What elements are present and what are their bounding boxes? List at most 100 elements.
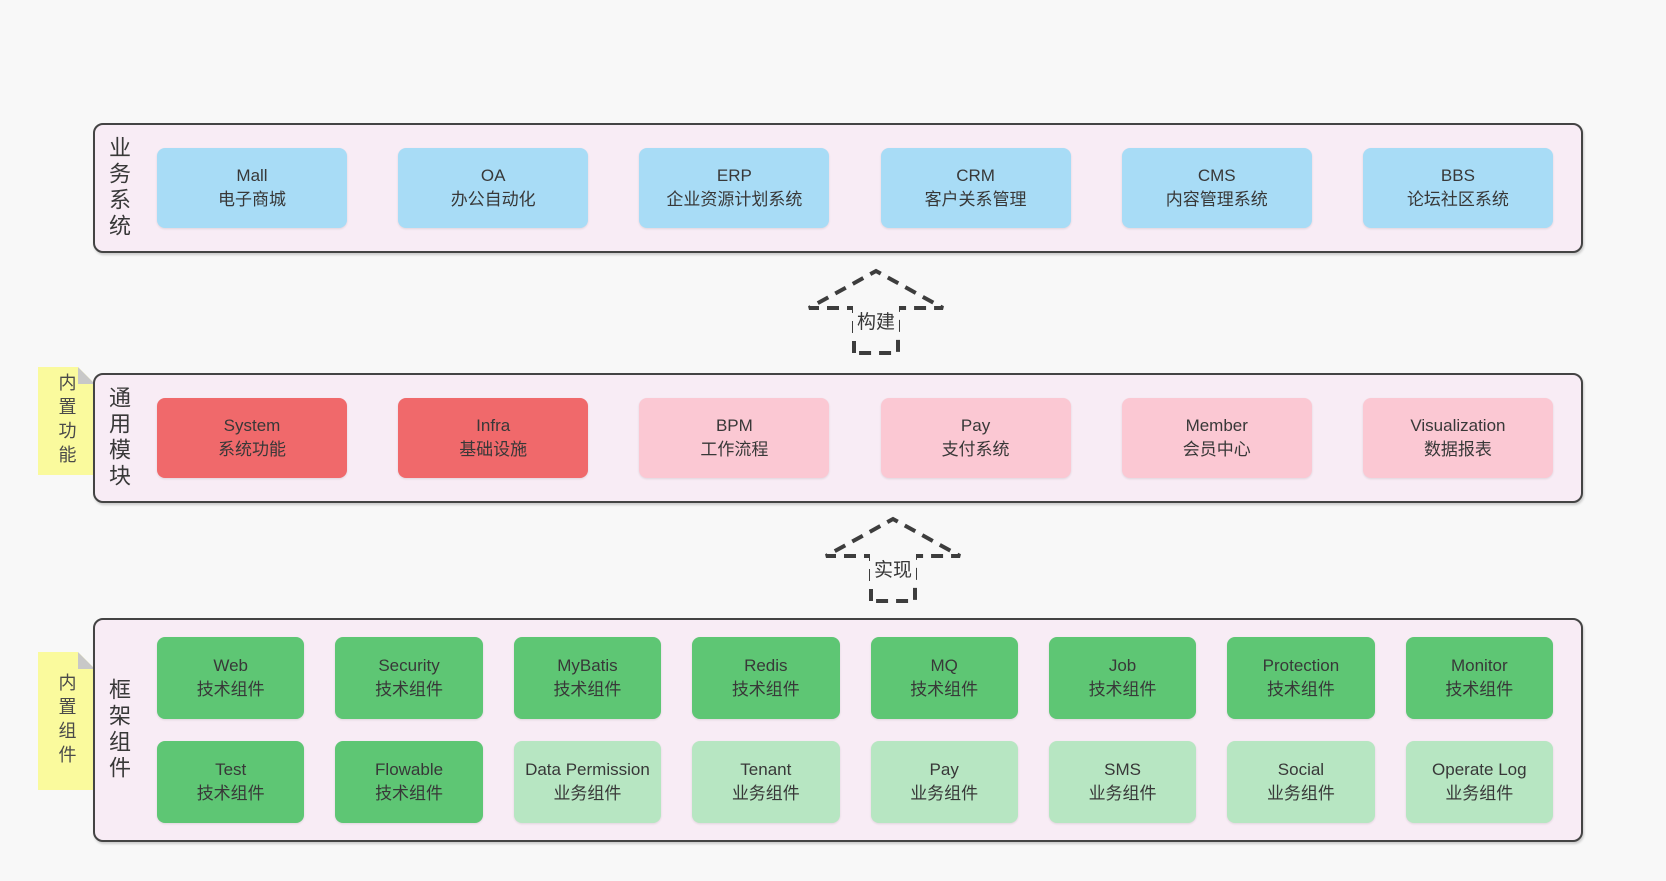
- module-subtitle: 技术组件: [910, 680, 979, 699]
- module-title: BPM: [715, 415, 753, 435]
- module-title: Pay: [929, 759, 959, 779]
- module-title: Flowable: [375, 759, 444, 779]
- module-box-erp: ERP 企业资源计划系统: [639, 148, 830, 228]
- module-box-data-permission: Data Permission 业务组件: [513, 741, 662, 823]
- module-box-bbs: BBS 论坛社区系统: [1362, 148, 1553, 228]
- module-title: BBS: [1440, 165, 1475, 185]
- module-subtitle: 业务组件: [1266, 784, 1335, 803]
- up-arrow-icon: [825, 516, 961, 603]
- implement-arrow: 实现: [818, 512, 968, 604]
- module-box-web: Web 技术组件: [157, 637, 305, 719]
- sticky-note-built-in-components: 内置组件: [38, 652, 95, 790]
- module-subtitle: 业务组件: [1445, 784, 1514, 803]
- module-box-monitor: Monitor 技术组件: [1405, 637, 1553, 719]
- module-title: System: [223, 415, 281, 435]
- module-title: Web: [213, 655, 249, 675]
- module-box-bpm: BPM 工作流程: [639, 398, 830, 478]
- module-subtitle: 技术组件: [1445, 680, 1514, 699]
- module-subtitle: 技术组件: [1266, 680, 1335, 699]
- module-subtitle: 业务组件: [731, 784, 800, 803]
- module-box-operate-log: Operate Log 业务组件: [1405, 741, 1553, 823]
- module-title: ERP: [716, 165, 752, 185]
- module-subtitle: 客户关系管理: [924, 190, 1027, 209]
- module-grid-business-systems: Mall 电子商城 OA 办公自动化 ERP 企业资源计划系统 CRM 客户关系管理 CMS 内容…: [157, 148, 1553, 228]
- module-box-visualization: Visualization 数据报表: [1362, 398, 1553, 478]
- module-title: Pay: [960, 415, 991, 435]
- module-box-system: System 系统功能: [157, 398, 347, 478]
- arrow-label-implement: 实现: [869, 554, 917, 583]
- module-box-mall: Mall 电子商城: [157, 148, 347, 228]
- module-box-cms: CMS 内容管理系统: [1121, 148, 1312, 228]
- module-box-test: Test 技术组件: [157, 741, 305, 823]
- module-box-security: Security 技术组件: [335, 637, 483, 719]
- module-subtitle: 企业资源计划系统: [666, 190, 803, 209]
- module-title: CRM: [956, 165, 995, 185]
- module-subtitle: 技术组件: [731, 680, 800, 699]
- module-box-mq: MQ 技术组件: [870, 637, 1018, 719]
- module-title: CMS: [1197, 165, 1236, 185]
- module-subtitle: 办公自动化: [450, 190, 536, 209]
- band-label-common-modules: 通用模块: [106, 386, 131, 490]
- sticky-note-text: 内置功能: [56, 373, 77, 469]
- module-subtitle: 业务组件: [1088, 784, 1157, 803]
- module-subtitle: 论坛社区系统: [1406, 190, 1509, 209]
- sticky-note-built-in-features: 内置功能: [38, 367, 95, 475]
- band-label-framework-components: 框架组件: [106, 678, 131, 782]
- module-subtitle: 内容管理系统: [1165, 190, 1268, 209]
- module-title: Protection: [1262, 655, 1340, 675]
- module-title: Social: [1277, 759, 1325, 779]
- arrow-label-build: 构建: [852, 306, 900, 335]
- module-box-protection: Protection 技术组件: [1227, 637, 1375, 719]
- module-box-oa: OA 办公自动化: [398, 148, 589, 228]
- module-subtitle: 技术组件: [553, 680, 622, 699]
- module-subtitle: 技术组件: [375, 680, 444, 699]
- module-box-social: Social 业务组件: [1227, 741, 1375, 823]
- module-title: Job: [1108, 655, 1137, 675]
- module-box-pay: Pay 支付系统: [880, 398, 1071, 478]
- module-subtitle: 业务组件: [553, 784, 622, 803]
- module-subtitle: 基础设施: [459, 440, 528, 459]
- module-box-member: Member 会员中心: [1121, 398, 1312, 478]
- module-box-job: Job 技术组件: [1048, 637, 1197, 719]
- module-title: MyBatis: [557, 655, 618, 675]
- sticky-note-text: 内置组件: [56, 673, 77, 769]
- module-subtitle: 技术组件: [1088, 680, 1157, 699]
- module-subtitle: 系统功能: [218, 440, 286, 459]
- module-subtitle: 数据报表: [1423, 440, 1492, 459]
- module-title: Data Permission: [525, 759, 650, 779]
- module-box-pay: Pay 业务组件: [870, 741, 1018, 823]
- module-title: OA: [480, 165, 506, 185]
- module-box-tenant: Tenant 业务组件: [692, 741, 840, 823]
- module-subtitle: 工作流程: [700, 440, 769, 459]
- build-arrow: 构建: [801, 264, 951, 356]
- module-box-crm: CRM 客户关系管理: [880, 148, 1071, 228]
- module-subtitle: 电子商城: [218, 190, 286, 209]
- module-title: Member: [1185, 415, 1248, 435]
- module-subtitle: 技术组件: [196, 784, 265, 803]
- module-title: MQ: [930, 655, 958, 675]
- band-label-business-systems: 业务系统: [106, 136, 131, 240]
- module-title: Mall: [236, 165, 268, 185]
- module-title: Test: [215, 759, 247, 779]
- module-subtitle: 支付系统: [941, 440, 1010, 459]
- module-title: Visualization: [1410, 415, 1506, 435]
- module-title: Tenant: [740, 759, 792, 779]
- module-box-mybatis: MyBatis 技术组件: [513, 637, 662, 719]
- module-subtitle: 技术组件: [196, 680, 265, 699]
- band-business-systems: 业务系统 Mall 电子商城 OA 办公自动化 ERP 企业资源计划系统 CRM 客户关系管理…: [93, 123, 1583, 253]
- module-subtitle: 会员中心: [1182, 440, 1251, 459]
- module-title: Monitor: [1450, 655, 1508, 675]
- module-title: Operate Log: [1432, 759, 1527, 779]
- module-subtitle: 业务组件: [910, 784, 979, 803]
- module-title: Security: [378, 655, 440, 675]
- up-arrow-icon: [808, 268, 944, 355]
